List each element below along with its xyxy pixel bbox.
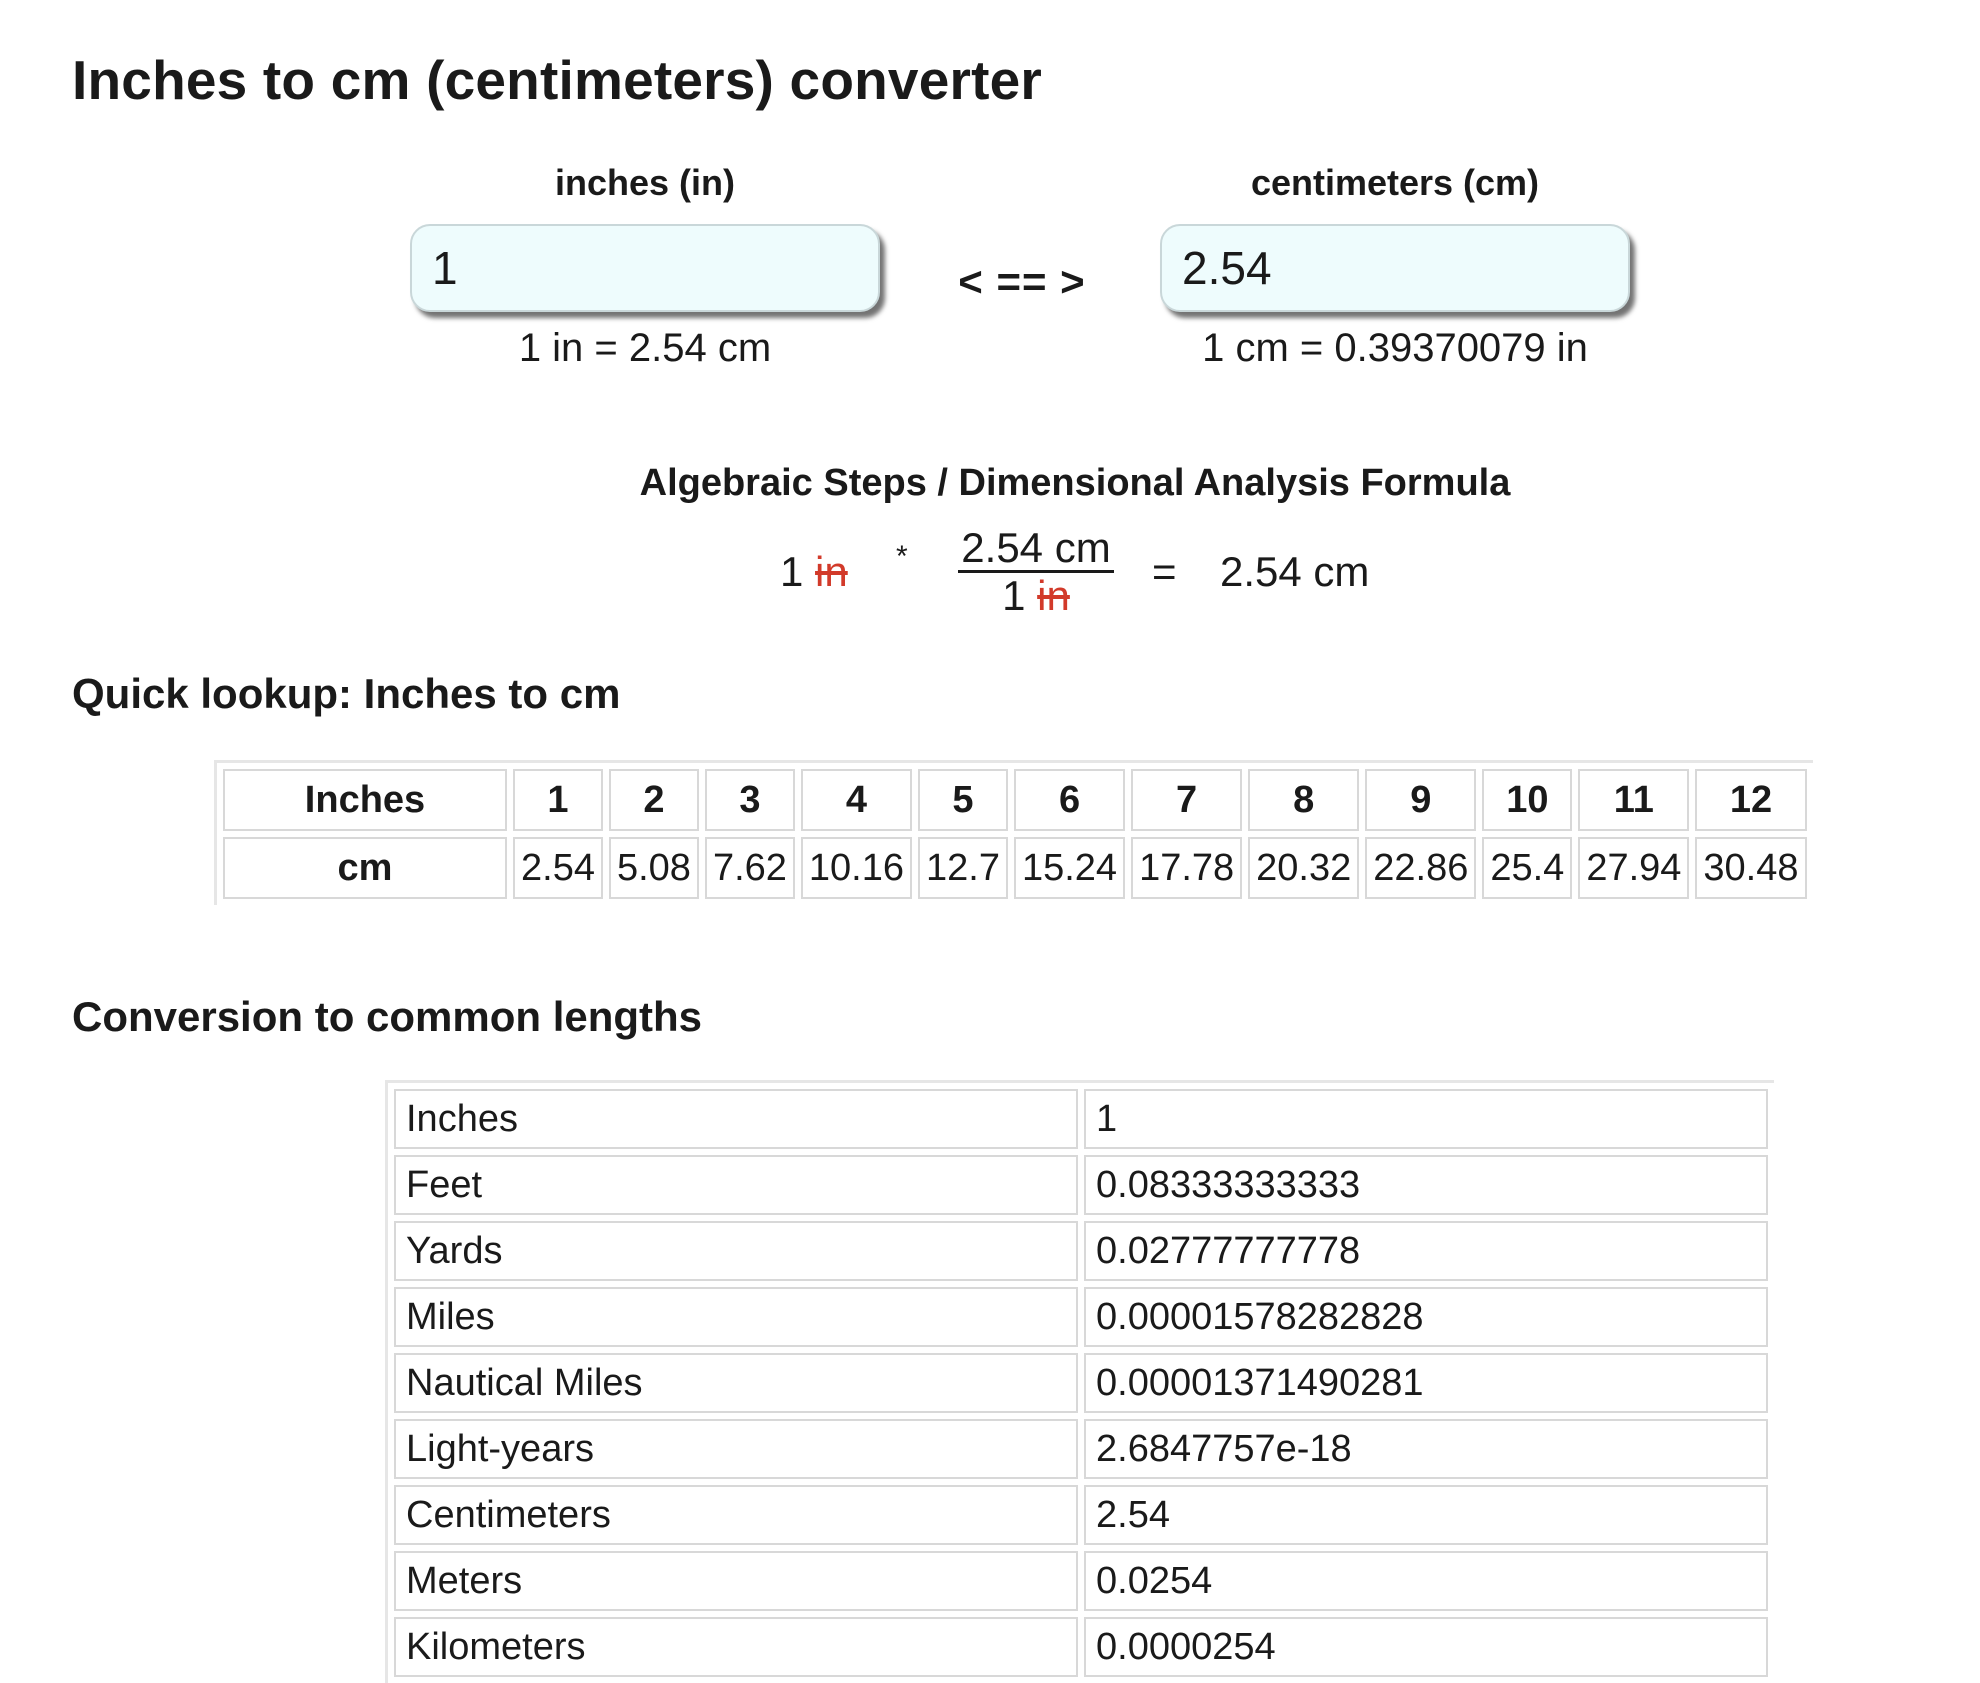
length-unit-name: Nautical Miles (394, 1353, 1078, 1413)
length-unit-value: 2.6847757e-18 (1084, 1419, 1768, 1479)
length-unit-value: 0.08333333333 (1084, 1155, 1768, 1215)
lookup-inches-cell: 2 (608, 769, 699, 831)
lookup-cm-cell: 27.94 (1578, 837, 1690, 899)
length-unit-value: 0.0254 (1084, 1551, 1768, 1611)
centimeters-ratio: 1 cm = 0.39370079 in (1202, 326, 1588, 370)
length-unit-name: Yards (394, 1221, 1078, 1281)
lookup-inches-cell: 10 (1482, 769, 1573, 831)
formula-lhs: 1 in (780, 548, 848, 596)
lookup-cm-cell: 10.16 (800, 837, 912, 899)
length-unit-name: Meters (394, 1551, 1078, 1611)
fraction-bar (958, 570, 1114, 573)
formula-title: Algebraic Steps / Dimensional Analysis F… (639, 462, 1511, 504)
formula-lhs-unit: in (815, 548, 848, 595)
lookup-cm-cell: 7.62 (704, 837, 795, 899)
length-unit-value: 0.0000254 (1084, 1617, 1768, 1677)
length-unit-value: 0.02777777778 (1084, 1221, 1768, 1281)
lookup-cm-cell: 12.7 (918, 837, 1008, 899)
length-unit-name: Miles (394, 1287, 1078, 1347)
length-unit-name: Inches (394, 1089, 1078, 1149)
lookup-row-label-inches: Inches (223, 769, 507, 831)
formula-denominator-unit: in (1037, 572, 1070, 619)
length-unit-value: 0.00001578282828 (1084, 1287, 1768, 1347)
common-lengths-heading: Conversion to common lengths (72, 993, 703, 1040)
formula-equals: = (1152, 548, 1177, 595)
length-unit-name: Centimeters (394, 1485, 1078, 1545)
lookup-cm-cell: 2.54 (513, 837, 603, 899)
lookup-inches-cell: 4 (800, 769, 912, 831)
lookup-row-label-cm: cm (223, 837, 507, 899)
lookup-cm-cell: 17.78 (1131, 837, 1243, 899)
lookup-cm-cell: 30.48 (1695, 837, 1807, 899)
lookup-cm-cell: 25.4 (1482, 837, 1573, 899)
inches-ratio: 1 in = 2.54 cm (518, 326, 772, 370)
lookup-cm-cell: 20.32 (1248, 837, 1360, 899)
lookup-inches-cell: 11 (1578, 769, 1690, 831)
lookup-inches-cell: 7 (1131, 769, 1243, 831)
lookup-inches-cell: 8 (1248, 769, 1360, 831)
lookup-cm-cell: 22.86 (1365, 837, 1477, 899)
lookup-inches-cell: 5 (918, 769, 1008, 831)
inches-input[interactable] (410, 224, 880, 312)
length-unit-name: Kilometers (394, 1617, 1078, 1677)
inches-label: inches (in) (554, 162, 736, 203)
lookup-inches-cell: 3 (704, 769, 795, 831)
lookup-inches-cell: 1 (513, 769, 603, 831)
page-title: Inches to cm (centimeters) converter (72, 49, 1043, 111)
length-unit-name: Light-years (394, 1419, 1078, 1479)
lookup-cm-cell: 15.24 (1013, 837, 1126, 899)
length-unit-value: 0.00001371490281 (1084, 1353, 1768, 1413)
lookup-cm-cell: 5.08 (608, 837, 699, 899)
quick-lookup-heading: Quick lookup: Inches to cm (72, 670, 621, 717)
length-unit-value: 2.54 (1084, 1485, 1768, 1545)
formula-times: * (896, 540, 908, 573)
centimeters-input[interactable] (1160, 224, 1630, 312)
swap-arrows: < == > (958, 258, 1086, 305)
formula-lhs-value: 1 (780, 548, 804, 595)
formula-numerator: 2.54 cm (961, 524, 1111, 571)
lookup-inches-cell: 9 (1365, 769, 1477, 831)
lookup-inches-cell: 6 (1013, 769, 1126, 831)
formula-result: 2.54 cm (1220, 548, 1370, 595)
formula-denominator-value: 1 (1002, 572, 1026, 619)
formula-denominator: 1 in (958, 572, 1114, 620)
lookup-inches-cell: 12 (1695, 769, 1807, 831)
length-unit-value: 1 (1084, 1089, 1768, 1149)
length-unit-name: Feet (394, 1155, 1078, 1215)
centimeters-label: centimeters (cm) (1250, 162, 1540, 203)
